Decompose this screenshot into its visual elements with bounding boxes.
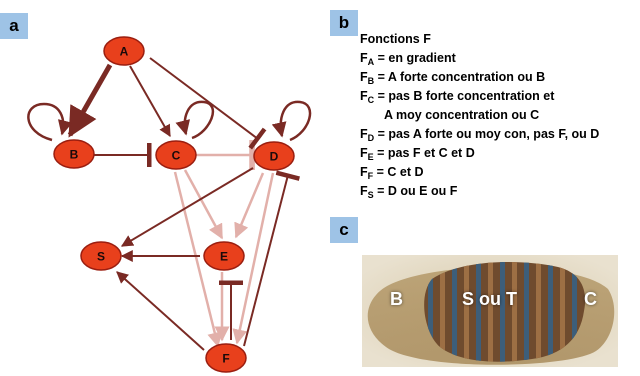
rule-fb: FB = A forte concentration ou B bbox=[360, 70, 546, 86]
rule-fd: FD = pas A forte ou moy con, pas F, ou D bbox=[360, 127, 600, 143]
node-d-label: D bbox=[270, 150, 279, 164]
node-e: E bbox=[203, 241, 245, 271]
rule-ff: FF = C et D bbox=[360, 165, 424, 181]
edge-a-to-d bbox=[149, 57, 267, 150]
panel-label-b: b bbox=[330, 10, 358, 36]
node-c-label: C bbox=[172, 149, 181, 163]
node-b-label: B bbox=[70, 148, 79, 162]
embryo-image: B S ou T C bbox=[362, 255, 618, 367]
edge-d-to-e bbox=[234, 172, 265, 239]
functions-list: Fonctions F FA = en gradient FB = A fort… bbox=[360, 30, 599, 201]
embryo-label-right: C bbox=[584, 289, 597, 309]
embryo-label-center: S ou T bbox=[462, 289, 517, 309]
edge-d-to-s bbox=[120, 167, 254, 247]
node-a-label: A bbox=[120, 45, 129, 59]
rule-fe: FE = pas F et C et D bbox=[360, 146, 475, 162]
edge-f-to-d bbox=[243, 170, 300, 347]
edge-c-to-e bbox=[183, 169, 224, 240]
edge-c-to-f bbox=[173, 171, 223, 348]
edge-d-to-f bbox=[232, 172, 275, 345]
rule-fc: FC = pas B forte concentration et bbox=[360, 89, 555, 105]
self-loop-b bbox=[27, 102, 73, 142]
rule-fa: FA = en gradient bbox=[360, 51, 456, 67]
node-f: F bbox=[205, 343, 247, 373]
node-d: D bbox=[253, 141, 295, 171]
node-f-label: F bbox=[222, 352, 229, 366]
panel-label-a: a bbox=[0, 13, 28, 39]
gene-network-diagram: A B C D S E F bbox=[27, 36, 312, 373]
node-c: C bbox=[155, 140, 197, 170]
rule-fs: FS = D ou E ou F bbox=[360, 184, 458, 200]
node-b: B bbox=[53, 139, 95, 169]
node-s-label: S bbox=[97, 250, 105, 264]
edge-a-to-c bbox=[129, 65, 171, 138]
rule-fc-continuation: A moy concentration ou C bbox=[384, 108, 540, 122]
edge-a-to-b bbox=[67, 63, 113, 138]
functions-title: Fonctions F bbox=[360, 32, 431, 46]
embryo-illustration bbox=[362, 255, 618, 367]
self-loop-d bbox=[271, 100, 312, 142]
edge-f-to-s bbox=[116, 271, 205, 351]
node-a: A bbox=[103, 36, 145, 66]
node-e-label: E bbox=[220, 250, 228, 264]
embryo-label-left: B bbox=[390, 289, 403, 309]
panel-label-c: c bbox=[330, 217, 358, 243]
self-loop-c bbox=[175, 100, 215, 140]
node-s: S bbox=[80, 241, 122, 271]
